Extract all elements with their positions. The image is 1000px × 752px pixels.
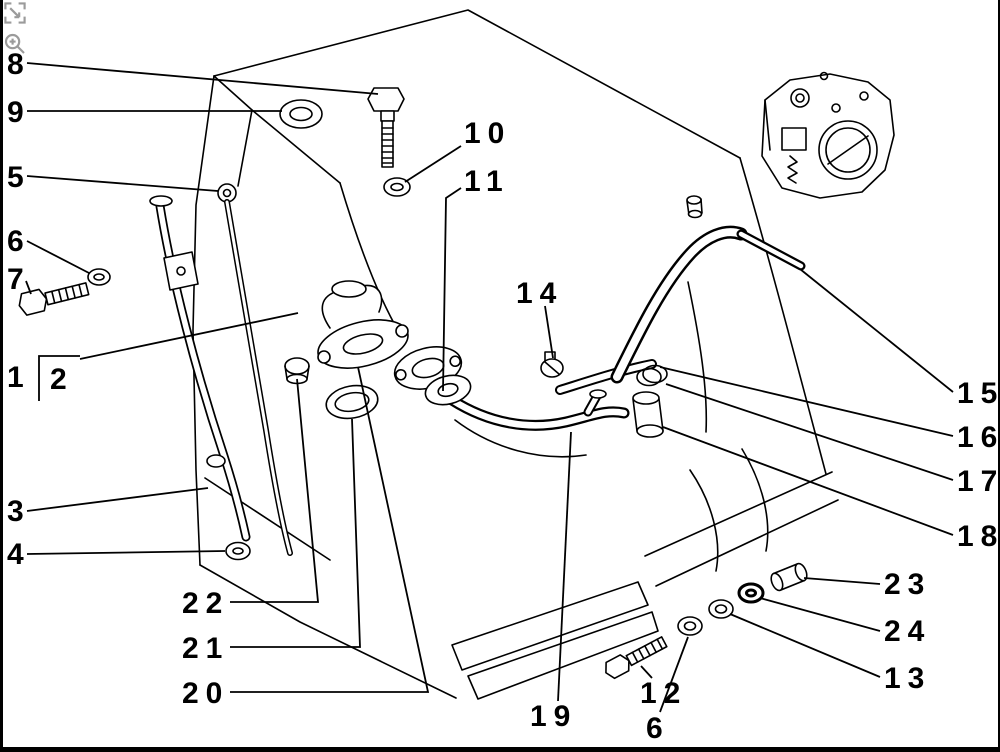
hose-part-16 (555, 359, 657, 395)
plug-part (686, 195, 703, 219)
washer-part-6-bottom (677, 616, 703, 636)
leader-line-10 (404, 145, 462, 183)
leader-line-18 (662, 426, 954, 536)
leader-line-13 (729, 613, 881, 678)
callout-16[interactable]: 16 (955, 419, 1000, 457)
leader-line-20 (230, 366, 430, 693)
callout-5[interactable]: 5 (5, 159, 31, 197)
callout-21[interactable]: 21 (180, 630, 229, 668)
washer-part-10 (383, 177, 411, 197)
callout-1[interactable]: 1 (5, 359, 31, 397)
frame-border-right (998, 0, 1000, 752)
callout-14[interactable]: 14 (514, 275, 563, 313)
hose-clamp-part-14 (540, 351, 564, 378)
outlet-pipe-part-18 (632, 391, 664, 438)
zoom-in-icon (4, 33, 25, 54)
callout-20[interactable]: 20 (180, 675, 229, 713)
callout-18[interactable]: 18 (955, 518, 1000, 556)
seal-ring-part-9 (279, 99, 323, 129)
callout-11[interactable]: 11 (462, 163, 510, 201)
engine-lower-detail (451, 448, 839, 700)
zoom-in-button[interactable] (3, 32, 27, 56)
callout-6a[interactable]: 6 (5, 223, 31, 261)
pan-tool-icon (4, 2, 26, 24)
dipstick-tube-part-3 (149, 195, 251, 542)
o-ring-part-21 (325, 384, 379, 420)
leader-line-15 (799, 268, 954, 393)
water-pipe-part-19 (424, 374, 630, 431)
leader-line-2 (79, 312, 299, 360)
leader-line-12 (640, 665, 653, 679)
leader-line-21 (230, 418, 361, 648)
callout-1-2-group-line (38, 355, 80, 401)
spacer-sleeve-part-23 (770, 562, 808, 592)
leader-line-11 (442, 187, 462, 392)
dipstick-part-5 (217, 183, 293, 556)
callout-9[interactable]: 9 (5, 94, 31, 132)
callout-7[interactable]: 7 (5, 261, 31, 299)
thermostat-housing-part-20 (317, 280, 409, 369)
callout-12[interactable]: 12 (638, 675, 687, 713)
leader-line-19 (557, 431, 572, 702)
leader-line-23 (803, 577, 881, 585)
leader-line-6b (659, 636, 689, 713)
leader-line-5 (26, 175, 219, 192)
bolt-part-7 (18, 282, 90, 316)
viewer-toolbar (3, 1, 27, 56)
callout-10[interactable]: 10 (462, 115, 511, 153)
engine-diagram-art (18, 9, 895, 700)
leader-line-7 (25, 280, 32, 295)
pan-tool-button[interactable] (3, 1, 27, 25)
callout-13[interactable]: 13 (882, 660, 931, 698)
leader-line-6a (26, 240, 90, 274)
leader-line-8 (26, 62, 379, 95)
leader-line-17 (665, 383, 954, 481)
throttle-body (761, 71, 895, 199)
seal-washer-part-24 (737, 582, 765, 604)
callout-17[interactable]: 17 (955, 463, 1000, 501)
callout-24[interactable]: 24 (882, 613, 931, 651)
frame-border-bottom (0, 747, 1000, 752)
callout-6b[interactable]: 6 (644, 710, 670, 748)
callout-22[interactable]: 22 (180, 585, 229, 623)
hose-part-15 (610, 225, 806, 384)
callout-8[interactable]: 8 (5, 46, 31, 84)
frame-border-left (0, 0, 3, 752)
leader-line-4 (26, 550, 226, 555)
leader-line-14 (544, 305, 554, 359)
callout-4[interactable]: 4 (5, 536, 31, 574)
washer-part-13 (708, 599, 734, 619)
callout-23[interactable]: 23 (882, 566, 931, 604)
hose-clamp-part-17 (636, 364, 668, 387)
callout-15[interactable]: 15 (955, 375, 1000, 413)
engine-block-outline (192, 9, 827, 699)
leader-line-16 (659, 366, 954, 437)
callout-19[interactable]: 19 (528, 698, 577, 736)
leader-line-22 (230, 378, 319, 603)
leader-line-24 (759, 597, 881, 632)
bolt-part-8 (367, 87, 405, 168)
grommet-part-4 (225, 541, 251, 561)
callout-2[interactable]: 2 (48, 361, 74, 399)
callout-3[interactable]: 3 (5, 493, 31, 531)
washer-part-6-left (87, 268, 111, 286)
leader-line-3 (26, 487, 209, 512)
bolt-part-12 (605, 636, 668, 680)
